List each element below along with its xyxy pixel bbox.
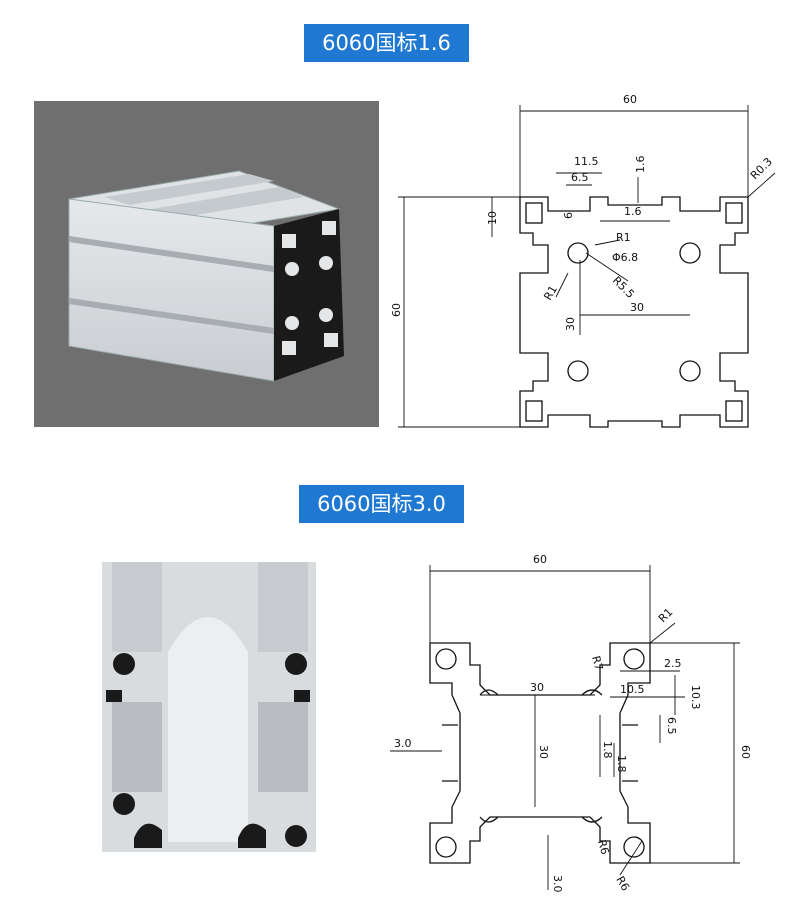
dim-label: 3.0 (394, 737, 412, 750)
section-title-badge: 6060国标1.6 (304, 24, 469, 62)
dim-label: R1 (541, 283, 560, 302)
dim-label: 2.5 (664, 657, 682, 670)
dim-label: 1.8 (615, 755, 628, 773)
dim-label: 11.5 (574, 155, 599, 168)
profile-outline-1 (519, 196, 749, 428)
dim-label: R6 (613, 874, 632, 893)
aluminum-profile-end-render (102, 562, 316, 852)
dim-label: 30 (630, 301, 644, 314)
dim-label: 1.6 (624, 205, 642, 218)
dim-label: R1 (616, 231, 631, 244)
cross-section-drawing-1: 60 11.5 6.5 1.6 10 6 1.6 R0.3 R1 Φ6.8 R5… (390, 93, 776, 428)
dim-label: 1.8 (601, 741, 614, 759)
dim-label: 10 (486, 211, 499, 225)
dim-label: Φ6.8 (612, 251, 638, 264)
cross-section-drawing-2: 60 R1 R7 2.5 30 10.5 10.3 6.5 3.0 30 1.8… (390, 553, 752, 893)
dim-label: 60 (533, 553, 547, 566)
dim-label: R0.3 (748, 155, 775, 182)
section-title-badge: 6060国标3.0 (299, 485, 464, 523)
dim-label: 30 (537, 745, 550, 759)
dim-label: 30 (530, 681, 544, 694)
dim-label: 30 (564, 317, 577, 331)
dim-label: 3.0 (551, 875, 564, 893)
dim-label: R7 (589, 654, 605, 672)
profile-photo-3d (34, 101, 379, 427)
dim-label: 6.5 (571, 171, 589, 184)
dim-label: 6.5 (665, 717, 678, 735)
dim-label: R6 (595, 838, 611, 856)
dim-label: 10.5 (620, 683, 645, 696)
dim-label: 60 (623, 93, 637, 106)
dim-label: R5.5 (610, 274, 637, 301)
profile-photo-end (98, 562, 320, 856)
dim-label: 1.6 (634, 156, 647, 174)
profile-outline-2 (429, 642, 651, 864)
dim-label: 10.3 (689, 685, 702, 710)
dim-label: 6 (562, 212, 575, 219)
dim-label: R1 (656, 606, 676, 626)
dim-label: 60 (739, 745, 752, 759)
dim-label: 60 (390, 303, 403, 317)
aluminum-profile-render (68, 170, 344, 382)
